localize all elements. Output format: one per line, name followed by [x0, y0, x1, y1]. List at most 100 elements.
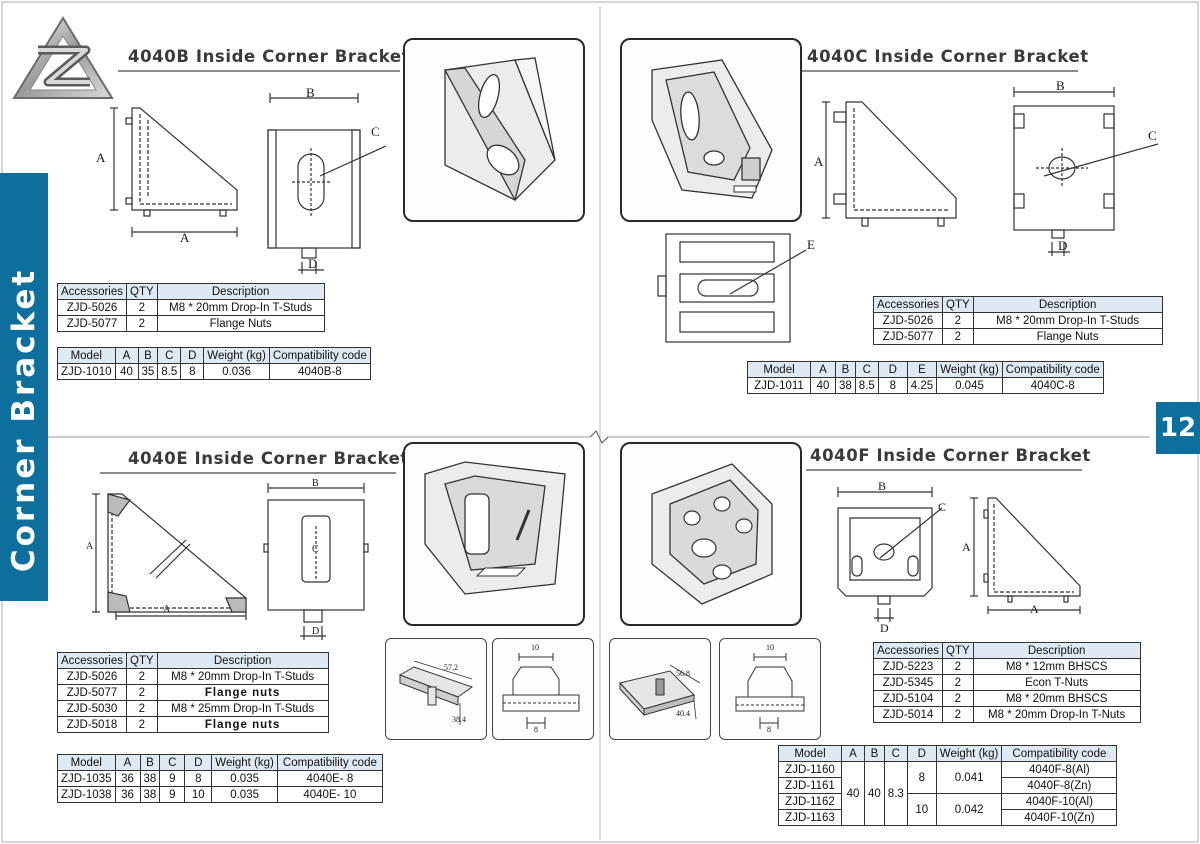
detail-dim-width: 40.4	[676, 709, 690, 718]
header-cell: Weight (kg)	[936, 361, 1003, 378]
header-cell: Model	[57, 347, 116, 364]
header-cell: QTY	[942, 642, 974, 659]
side-tab-label: Corner Bracket	[6, 267, 42, 573]
header-cell: QTY	[942, 296, 974, 313]
product-photo-4040f	[620, 442, 802, 626]
table-cell: 9	[159, 770, 186, 787]
table-cell: 2	[942, 328, 974, 345]
table-cell: ZJD-5026	[57, 668, 127, 685]
header-cell: B	[137, 347, 159, 364]
table-cell: ZJD-5014	[873, 706, 943, 723]
table-cell: 36	[114, 770, 141, 787]
header-cell: C	[883, 745, 908, 762]
front-view-drawing-4040f	[837, 487, 943, 622]
table-cell: 2	[126, 299, 158, 316]
table-cell: 4.25	[906, 377, 938, 394]
table-row: ZJD-5030 2 M8 * 25mm Drop-In T-Studs	[57, 700, 329, 717]
table-cell: ZJD-5345	[873, 674, 943, 691]
side-view-drawing-4040e	[92, 493, 247, 620]
header-cell: Weight (kg)	[203, 347, 270, 364]
dim-label-a-horizontal-4040e: A	[163, 604, 171, 615]
table-cell: 0.035	[211, 786, 278, 803]
header-cell: Description	[972, 642, 1141, 659]
table-cell: ZJD-5030	[57, 700, 127, 717]
table-cell: ZJD-5077	[57, 684, 127, 701]
table-cell: 2	[942, 690, 974, 707]
header-cell: C	[159, 754, 186, 771]
dim-label-c-4040e: C	[312, 544, 319, 555]
table-cell: 4040E- 10	[276, 786, 383, 803]
table-cell: 0.036	[203, 363, 270, 380]
header-cell: Accessories	[873, 642, 943, 659]
header-cell: B	[835, 361, 856, 378]
header-cell: Accessories	[57, 652, 127, 669]
accessories-table-4040e: Accessories QTY Description ZJD-5026 2 M…	[57, 652, 329, 733]
product-photo-4040b	[403, 38, 585, 222]
table-cell: 0.042	[935, 793, 1003, 826]
table-cell: ZJD-5018	[57, 716, 127, 733]
header-cell: Model	[778, 745, 842, 762]
header-cell: Model	[57, 754, 116, 771]
dim-label-a-vertical-4040e: A	[86, 541, 94, 552]
detail-dim-top: 10	[531, 643, 539, 652]
spec-table-4040b: Model A B C D Weight (kg) Compatibility …	[57, 347, 371, 380]
table-cell: M8 * 20mm Drop-In T-Studs	[156, 299, 325, 316]
table-cell: 0.035	[211, 770, 278, 787]
side-view-drawing-4040f	[970, 497, 1081, 614]
header-cell: D	[877, 361, 908, 378]
product-photo-4040e	[403, 442, 585, 626]
table-cell: 38	[139, 786, 161, 803]
table-row: ZJD-5018 2 Flange nuts	[57, 716, 329, 733]
side-tab	[0, 173, 48, 601]
table-cell: 8	[906, 761, 937, 794]
header-cell: Compatibility code	[1001, 361, 1104, 378]
header-cell: Compatibility code	[1001, 745, 1118, 762]
table-row: ZJD-1011 40 38 8.5 8 4.25 0.045 4040C-8	[747, 377, 1104, 394]
table-cell: ZJD-1160	[778, 761, 842, 778]
table-cell: Flange Nuts	[156, 315, 325, 332]
table-cell: 2	[126, 315, 158, 332]
dim-label-c-4040c: C	[1148, 128, 1157, 143]
detail-photo-tstud-4040e: 57.2 38.4	[385, 638, 487, 740]
table-cell: ZJD-1163	[778, 809, 842, 826]
header-cell: A	[810, 361, 836, 378]
table-row: ZJD-5104 2 M8 * 20mm BHSCS	[873, 690, 1141, 707]
detail-drawing-tnut-4040f: 10 8	[719, 638, 821, 740]
table-row: ZJD-5345 2 Econ T-Nuts	[873, 674, 1141, 691]
dim-label-a-vertical-4040f: A	[962, 540, 971, 554]
dim-label-a-horizontal-4040f: A	[1030, 602, 1039, 616]
header-cell: Description	[972, 296, 1163, 313]
header-cell: C	[157, 347, 182, 364]
detail-dim-bottom: 8	[767, 725, 771, 734]
table-cell: ZJD-5026	[57, 299, 127, 316]
detail-drawing-tnut-4040e: 10 8	[492, 638, 594, 740]
table-cell: 9	[159, 786, 186, 803]
title-underline-4040e	[100, 472, 396, 474]
table-cell: M8 * 20mm Drop-In T-Nuts	[972, 706, 1141, 723]
dim-label-c-4040f: C	[938, 500, 947, 514]
dim-label-d-4040c: D	[1058, 238, 1068, 253]
table-cell: 8	[877, 377, 908, 394]
header-cell: Weight (kg)	[935, 745, 1003, 762]
table-cell: 2	[942, 312, 974, 329]
dim-label-b-4040e: B	[312, 478, 319, 489]
table-cell: ZJD-5026	[873, 312, 943, 329]
table-cell: ZJD-1011	[747, 377, 811, 394]
table-cell: M8 * 20mm Drop-In T-Studs	[972, 312, 1163, 329]
table-cell: 2	[126, 700, 158, 717]
table-row: ZJD-5077 2 Flange nuts	[57, 684, 329, 701]
table-cell: 40	[864, 761, 885, 826]
dim-label-e-4040c: E	[807, 237, 815, 252]
company-logo	[12, 16, 114, 99]
table-cell: 38	[835, 377, 856, 394]
table-row: ZJD-5014 2 M8 * 20mm Drop-In T-Nuts	[873, 706, 1141, 723]
table-cell: Flange Nuts	[972, 328, 1163, 345]
side-view-drawing-4040c	[822, 101, 957, 227]
table-cell: 2	[126, 684, 158, 701]
table-row: ZJD-5026 2 M8 * 20mm Drop-In T-Studs	[873, 312, 1163, 329]
header-cell: Model	[747, 361, 811, 378]
table-cell: ZJD-1035	[57, 770, 116, 787]
table-row: ZJD-5077 2 Flange Nuts	[873, 328, 1163, 345]
header-cell: Compatibility code	[276, 754, 383, 771]
accessories-table-4040c: Accessories QTY Description ZJD-5026 2 M…	[873, 296, 1163, 345]
